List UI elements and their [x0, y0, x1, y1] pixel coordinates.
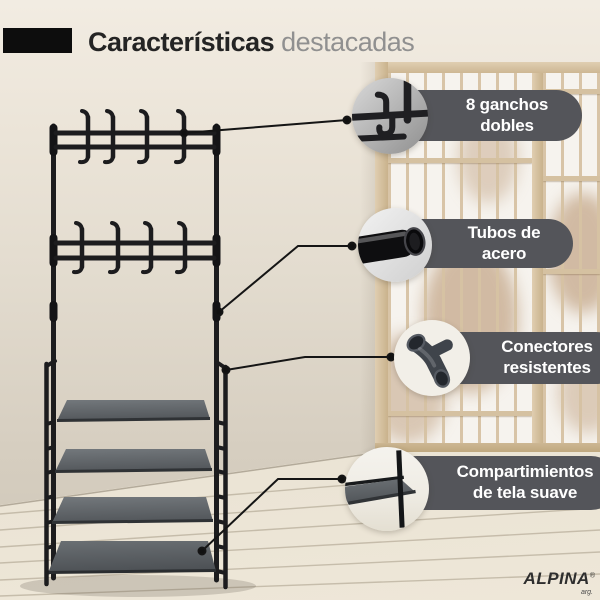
- callout-label-line1: Conectores: [501, 337, 593, 357]
- shoji-frame-bottom: [375, 443, 600, 452]
- brand-logo: ALPINA® arg.: [524, 570, 595, 596]
- callout-label-line1: Tubos de: [467, 222, 541, 242]
- fabric-shelves: [47, 400, 217, 574]
- double-hooks-icon: [352, 78, 428, 154]
- callout-label-line2: resistentes: [503, 358, 591, 377]
- callout-label-line1: Compartimientos: [456, 462, 594, 482]
- shoji-rail: [388, 411, 532, 416]
- pipe-connector-icon: [394, 320, 470, 396]
- registered-trademark-icon: ®: [589, 572, 595, 580]
- shoji-rail: [543, 89, 600, 94]
- steel-tube-icon: [358, 208, 432, 282]
- page-title-rest: destacadas: [281, 27, 415, 57]
- callout-label-line2: de tela suave: [472, 483, 578, 502]
- shoji-rail: [543, 176, 600, 181]
- callout-label-line2: dobles: [480, 115, 534, 135]
- shoji-rail: [543, 269, 600, 274]
- shoji-frame-top: [375, 62, 600, 73]
- callout-label-line2: acero: [481, 243, 527, 263]
- page-title-highlight: Características: [88, 27, 275, 57]
- brand-subtext: arg.: [580, 589, 593, 596]
- shoji-rail: [388, 158, 532, 163]
- brand-name: ALPINA: [523, 569, 590, 588]
- callout-label-line1: 8 ganchos: [465, 94, 549, 114]
- fabric-shelf-icon: [345, 447, 429, 531]
- title-accent-bar: [3, 28, 72, 53]
